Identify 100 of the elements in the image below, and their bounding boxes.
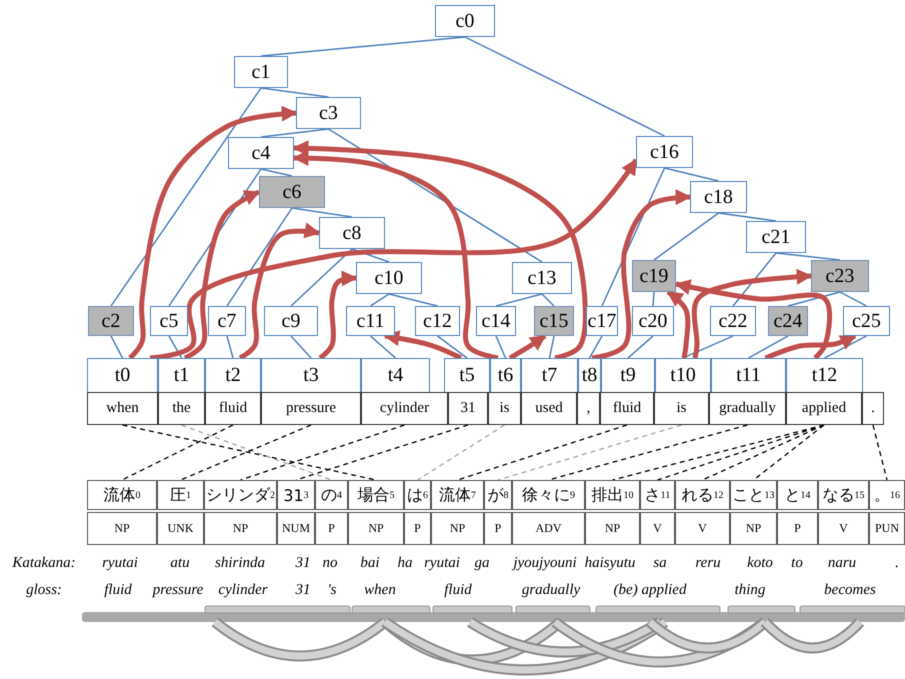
word-box: 31 xyxy=(448,392,488,425)
gloss-text: thing xyxy=(734,582,766,599)
romanization-text: koto xyxy=(747,555,773,572)
romanization-text: 31 xyxy=(296,555,310,572)
romanization-text: ha xyxy=(398,555,412,572)
romanization-text: shirinda xyxy=(215,555,265,572)
word-box: applied xyxy=(786,392,862,425)
tree-branch-line xyxy=(464,36,665,137)
pos-tag-box: V xyxy=(675,512,730,545)
word-box: cylinder xyxy=(361,392,448,425)
alignment-line xyxy=(872,424,888,480)
tree-branch-line xyxy=(748,335,788,359)
token-box: t9 xyxy=(601,358,655,392)
romanization-text: atu xyxy=(170,555,190,572)
romanization-text: ryutai xyxy=(424,555,460,572)
pos-tag-box: NP xyxy=(431,512,484,545)
tree-branch-line xyxy=(588,336,603,358)
gloss-text: gradually xyxy=(522,582,580,599)
token-box: t12 xyxy=(786,358,863,392)
gloss-text: fluid xyxy=(444,582,472,599)
tree-branch-line xyxy=(652,292,655,306)
token-box: t10 xyxy=(655,358,711,392)
tree-branch-line xyxy=(548,336,555,358)
tree-branch-line xyxy=(824,335,867,359)
gloss-text: when xyxy=(364,582,396,599)
tree-node-box: c13 xyxy=(512,262,572,294)
pos-tag-box: UNK xyxy=(157,512,204,545)
word-box: . xyxy=(862,392,884,425)
row-heading: Katakana: xyxy=(12,555,76,572)
gloss-text: pressure xyxy=(152,582,204,599)
romanization-text: reru xyxy=(695,555,721,572)
pos-tag-box: V xyxy=(818,512,869,545)
gloss-text: becomes xyxy=(824,582,876,599)
token-box: t5 xyxy=(444,358,490,392)
tree-node-box: c22 xyxy=(710,306,756,336)
tree-node-box: c5 xyxy=(150,306,188,336)
pos-tag-box: V xyxy=(640,512,675,545)
row-heading: gloss: xyxy=(26,582,62,599)
romanization-text: sa xyxy=(653,555,667,572)
gloss-text: 's xyxy=(327,582,337,599)
dependency-arrow xyxy=(184,190,260,360)
gloss-text: cylinder xyxy=(218,582,268,599)
tree-node-box: c6 xyxy=(259,176,325,208)
dependency-arrow xyxy=(128,106,298,360)
pos-tag-box: NP xyxy=(204,512,277,545)
tree-branch-line xyxy=(776,252,840,261)
tree-branch-line xyxy=(370,293,390,307)
pos-tag-box: P xyxy=(315,512,348,545)
tree-branch-line xyxy=(370,335,396,359)
tree-node-box: c16 xyxy=(636,136,693,168)
tree-branch-line xyxy=(628,335,654,359)
pos-tag-box: NUM xyxy=(277,512,315,545)
dependency-arrow xyxy=(666,290,690,358)
alignment-line xyxy=(122,424,234,481)
tree-branch-line xyxy=(496,293,542,307)
tree-branch-line xyxy=(168,336,182,358)
tree-branch-line xyxy=(495,336,506,358)
word-box: fluid xyxy=(205,392,261,425)
romanization-text: . xyxy=(895,555,899,572)
romanization-text: haisyutu xyxy=(584,555,636,572)
alignment-line xyxy=(702,424,824,481)
dependency-arrow xyxy=(692,268,813,358)
tree-branch-line xyxy=(290,248,353,307)
pos-tag-box: NP xyxy=(87,512,157,545)
tree-branch-line xyxy=(732,252,777,306)
tree-node-box: c23 xyxy=(811,260,869,292)
tree-node-box: c1 xyxy=(234,56,288,88)
tree-branch-line xyxy=(110,88,262,306)
tree-node-box: c19 xyxy=(632,260,676,292)
token-box: t2 xyxy=(205,358,261,392)
dependency-arrow xyxy=(674,279,832,360)
tree-branch-line xyxy=(840,291,867,307)
tree-node-box: c15 xyxy=(534,306,574,336)
tree-branch-line xyxy=(290,336,312,358)
tree-node-box: c24 xyxy=(768,306,808,336)
token-box: t1 xyxy=(158,358,205,392)
tree-branch-line xyxy=(260,128,329,138)
tree-node-box: c20 xyxy=(632,306,674,336)
token-box: t4 xyxy=(361,358,430,392)
dependency-arrow xyxy=(318,270,358,360)
tree-node-box: c8 xyxy=(319,217,385,249)
tree-node-box: c17 xyxy=(586,306,618,336)
token-box: t7 xyxy=(521,358,578,392)
word-box: used xyxy=(521,392,577,425)
alignment-line xyxy=(122,424,376,481)
token-box: t11 xyxy=(711,358,786,392)
dependency-arrow xyxy=(383,330,462,360)
pos-tag-box: NP xyxy=(730,512,777,545)
word-box: fluid xyxy=(600,392,654,425)
alignment-line xyxy=(296,424,468,481)
gloss-text: fluid xyxy=(104,582,132,599)
tree-node-box: c9 xyxy=(264,306,318,336)
romanization-text: bai xyxy=(360,555,380,572)
tree-node-box: c18 xyxy=(690,181,747,213)
tree-node-box: c10 xyxy=(356,262,422,294)
tree-branch-line xyxy=(260,168,292,177)
pos-tag-box: P xyxy=(777,512,818,545)
word-box: is xyxy=(654,392,709,425)
word-box: , xyxy=(577,392,600,425)
tree-branch-line xyxy=(664,167,719,182)
